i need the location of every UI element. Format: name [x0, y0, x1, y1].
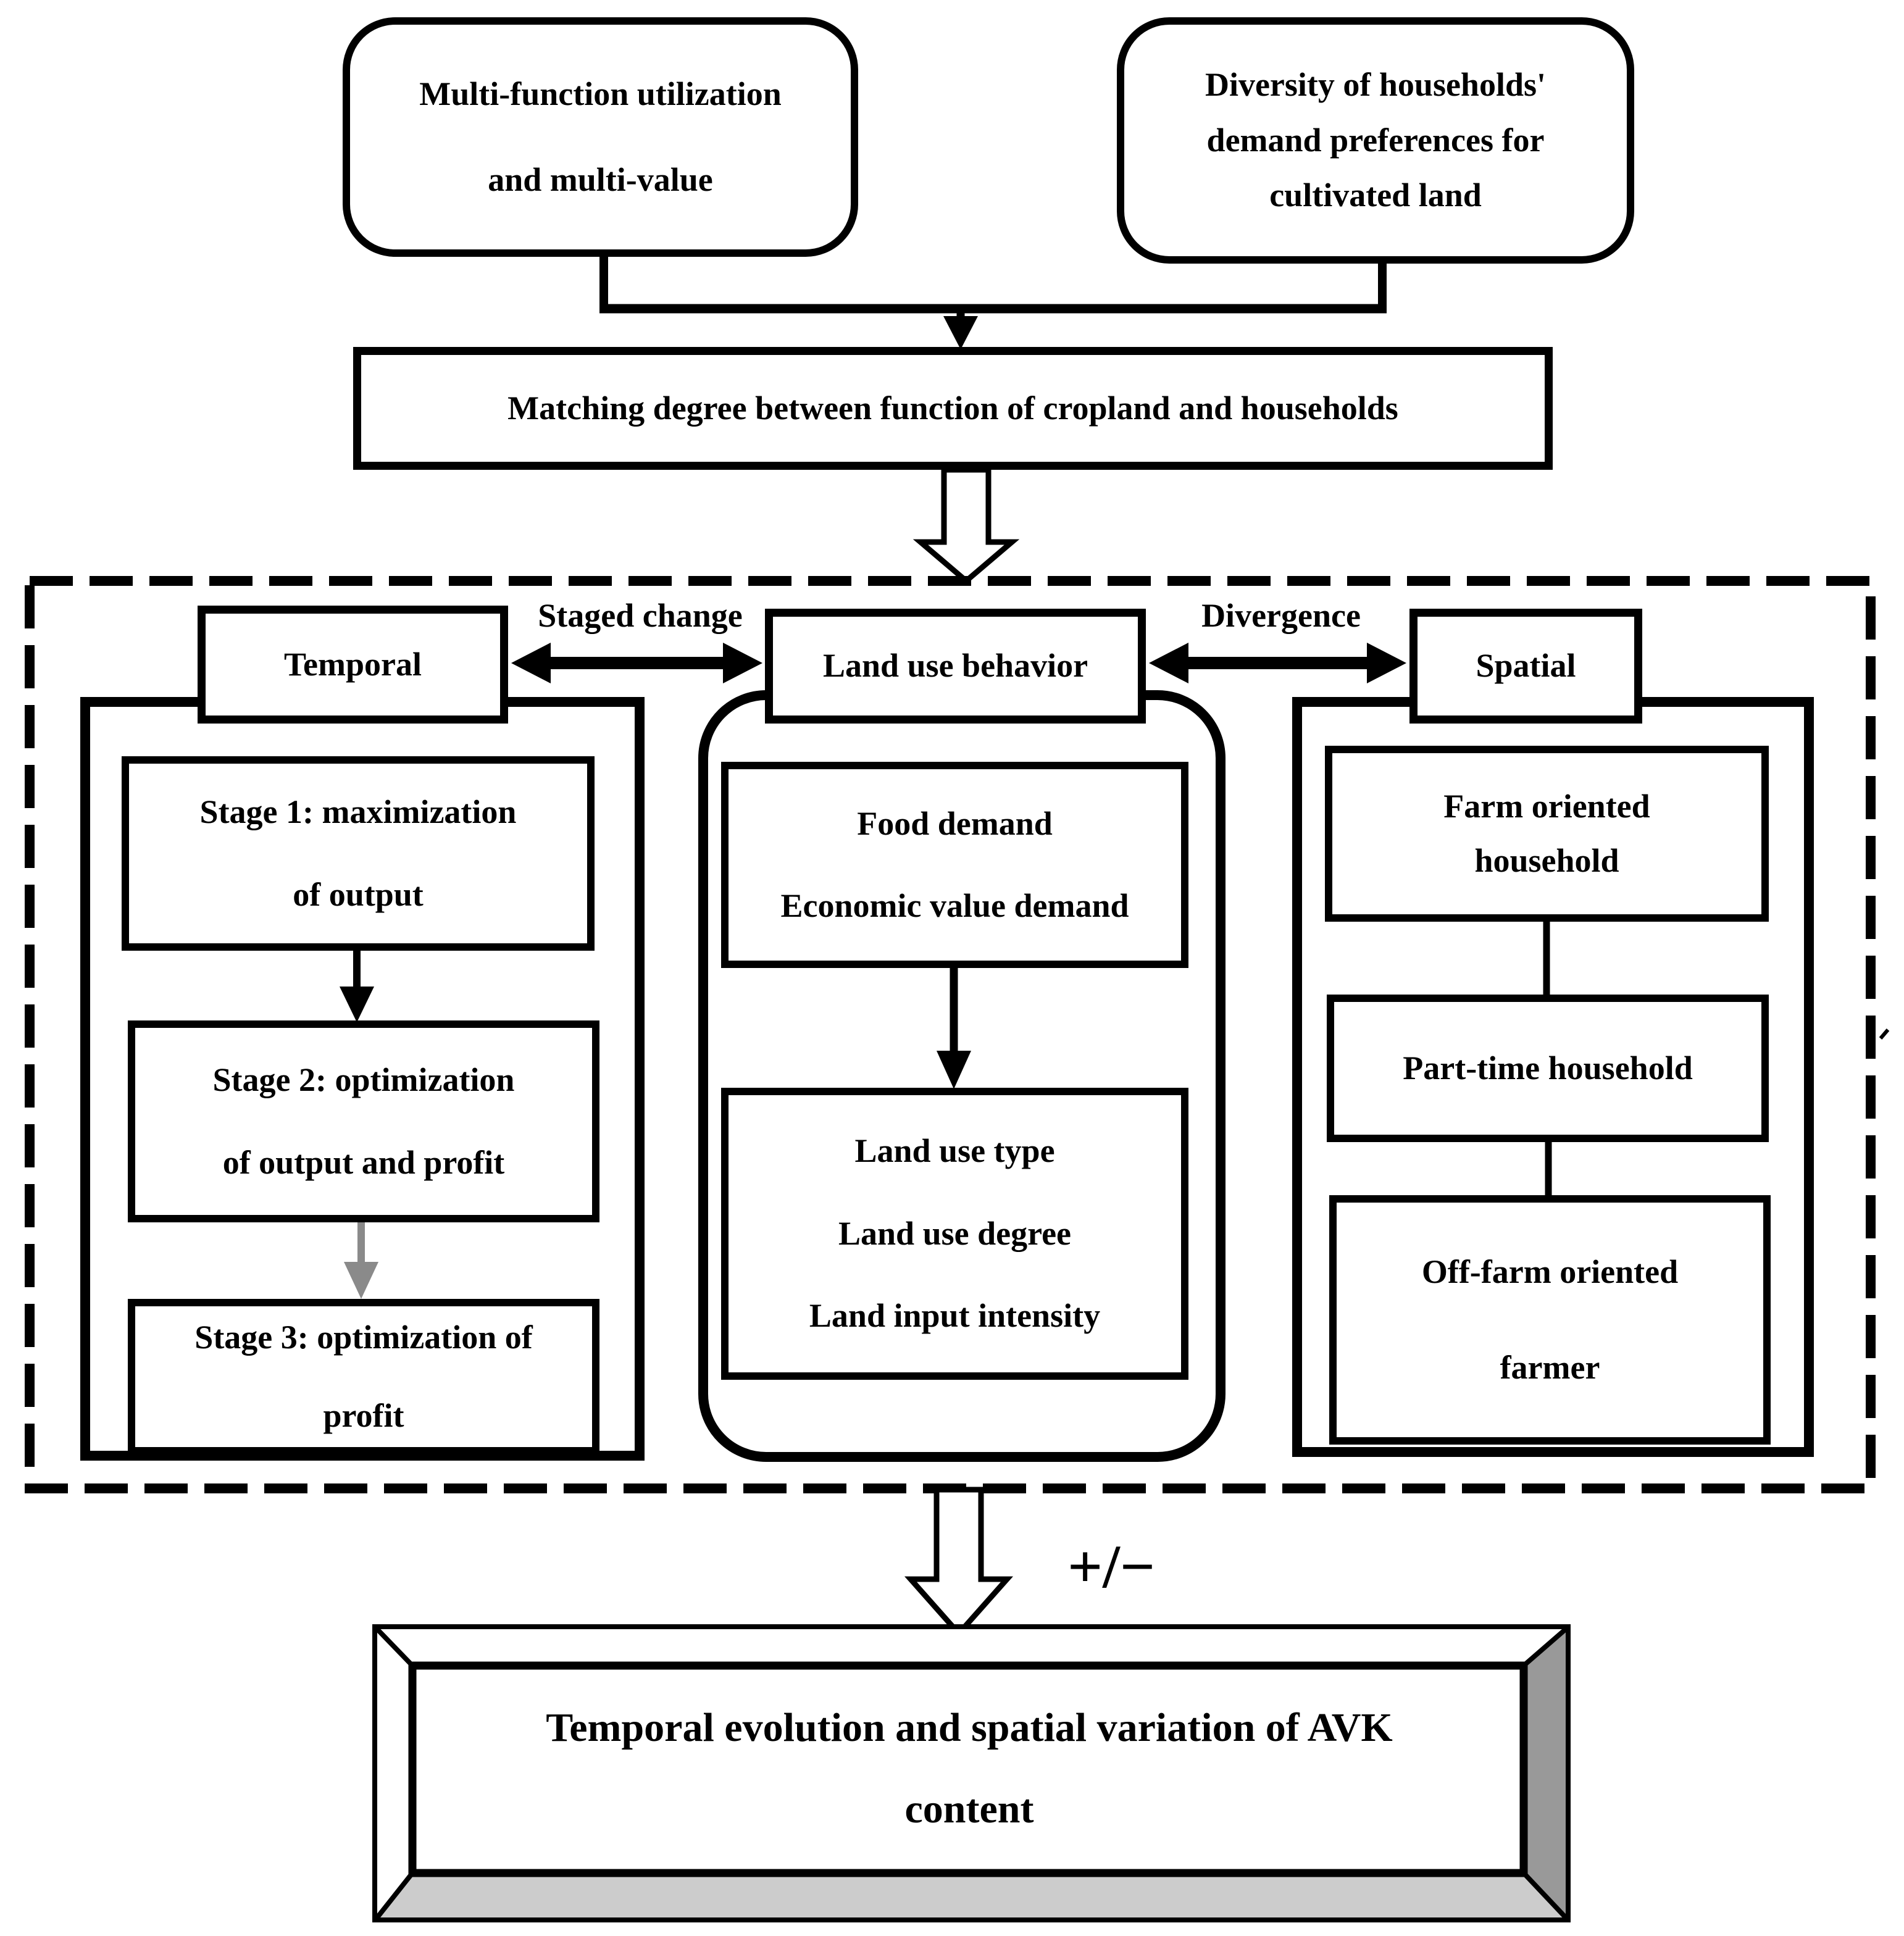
stage1-stage2-arrowhead — [340, 987, 374, 1022]
outcome-seam-tr — [1522, 1627, 1568, 1668]
stage2-line1: Stage 2: optimization — [212, 1061, 515, 1099]
part-time-box: Part-time household — [1327, 995, 1769, 1142]
outcome-bevel-top — [377, 1629, 1566, 1666]
outcome-seam-bl — [375, 1871, 415, 1919]
stage2-box: Stage 2: optimization of output and prof… — [128, 1020, 599, 1222]
spatial-header-box: Spatial — [1409, 609, 1642, 724]
farm-oriented-box: Farm oriented household — [1325, 746, 1769, 922]
land-attr-line3: Land input intensity — [809, 1297, 1101, 1335]
outcome-line2: content — [904, 1787, 1034, 1832]
outcome-bevel-right — [1524, 1629, 1566, 1917]
staged-change-arrowhead-left — [511, 643, 551, 683]
divergence-arrowhead-right — [1367, 643, 1406, 683]
outcome-inner-frame — [408, 1661, 1528, 1877]
outcome-line1: Temporal evolution and spatial variation… — [546, 1705, 1393, 1751]
demand-landattr-arrowhead — [937, 1051, 971, 1089]
multifunction-box: Multi-function utilization and multi-val… — [343, 17, 858, 257]
stage1-line2: of output — [293, 875, 424, 913]
matching-degree-box: Matching degree between function of crop… — [353, 347, 1553, 470]
diversity-line3: cultivated land — [1269, 177, 1482, 214]
stage2-stage3-gray-arrowhead — [344, 1262, 378, 1299]
stage2-line2: of output and profit — [222, 1143, 505, 1181]
part-time-line1: Part-time household — [1403, 1049, 1693, 1087]
off-farm-box: Off-farm oriented farmer — [1329, 1195, 1771, 1445]
land-attributes-box: Land use type Land use degree Land input… — [721, 1088, 1188, 1380]
hollow-arrow-top — [912, 467, 1020, 585]
temporal-header-label: Temporal — [283, 645, 422, 683]
divergence-arrowhead-left — [1149, 643, 1188, 683]
diversity-line1: Diversity of households' — [1205, 66, 1547, 104]
demand-line2: Economic value demand — [780, 887, 1129, 924]
diversity-line2: demand preferences for — [1206, 121, 1545, 159]
land-use-header-label: Land use behavior — [822, 647, 1088, 685]
outcome-bevel-bottom — [377, 1873, 1566, 1917]
divergence-label: Divergence — [1201, 597, 1361, 634]
demand-line1: Food demand — [857, 804, 1053, 842]
diversity-box: Diversity of households' demand preferen… — [1117, 17, 1634, 264]
spatial-header-label: Spatial — [1476, 647, 1576, 685]
connector-arrowhead — [943, 316, 978, 349]
plus-minus-label: +/− — [1067, 1532, 1155, 1601]
outcome-box: Temporal evolution and spatial variation… — [420, 1667, 1519, 1871]
outcome-seam-br — [1522, 1871, 1568, 1919]
staged-change-label: Staged change — [538, 597, 743, 634]
land-use-header-box: Land use behavior — [765, 609, 1146, 724]
farm-line1: Farm oriented — [1443, 788, 1650, 825]
stage3-line1: Stage 3: optimization of — [194, 1318, 533, 1356]
off-farm-line2: farmer — [1500, 1348, 1600, 1386]
off-farm-line1: Off-farm oriented — [1421, 1253, 1679, 1291]
matching-degree-label: Matching degree between function of crop… — [507, 389, 1398, 427]
staged-change-arrowhead-right — [723, 643, 762, 683]
land-attr-line2: Land use degree — [838, 1214, 1072, 1252]
multifunction-line1: Multi-function utilization — [419, 75, 782, 112]
stray-mark — [1879, 1028, 1890, 1040]
stage3-box: Stage 3: optimization of profit — [128, 1299, 599, 1454]
temporal-header-box: Temporal — [198, 606, 508, 724]
hollow-arrow-bottom — [904, 1487, 1014, 1638]
farm-line2: household — [1474, 841, 1619, 879]
stage1-line1: Stage 1: maximization — [199, 793, 517, 831]
outcome-bevel-left — [377, 1629, 412, 1917]
stage3-line2: profit — [323, 1397, 404, 1434]
land-attr-line1: Land use type — [854, 1132, 1055, 1170]
stage1-box: Stage 1: maximization of output — [122, 756, 595, 951]
multifunction-line2: and multi-value — [488, 161, 713, 198]
demand-box: Food demand Economic value demand — [721, 762, 1188, 968]
outcome-seam-tl — [375, 1627, 414, 1667]
